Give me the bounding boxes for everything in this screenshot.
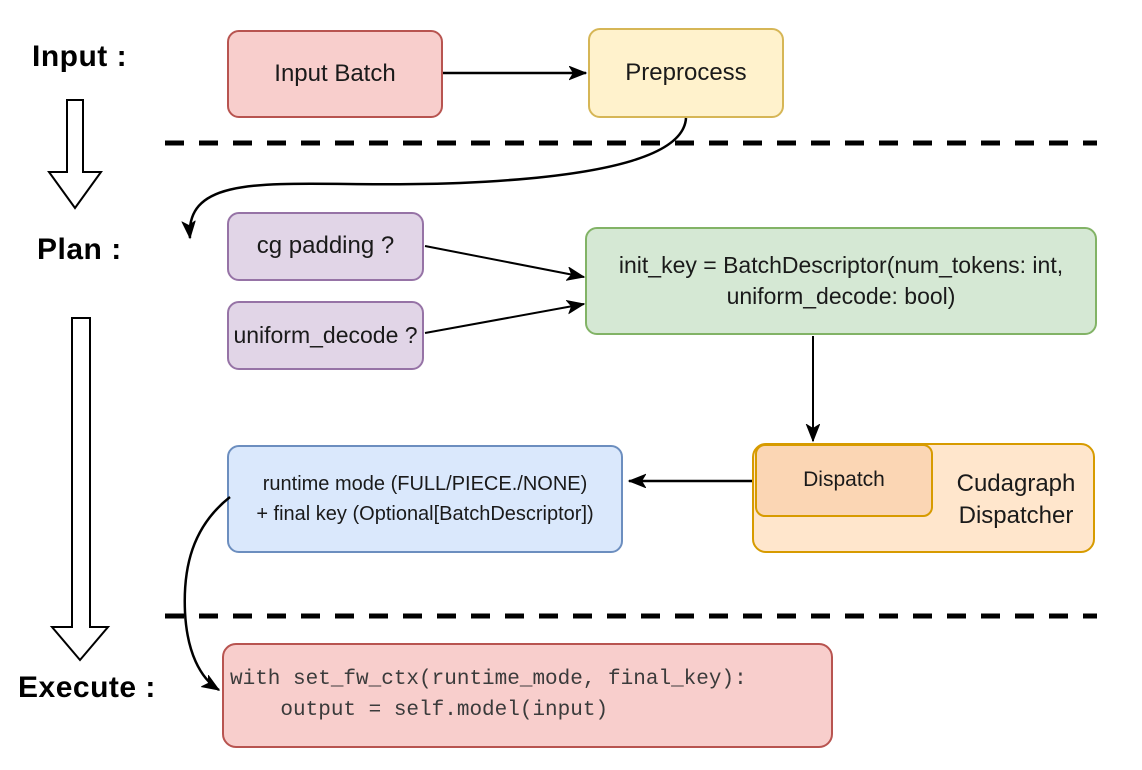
node-cg-padding-label: cg padding ? xyxy=(256,232,395,260)
node-input-batch-label: Input Batch xyxy=(274,59,396,87)
node-runtime-line2: + final key (Optional[BatchDescriptor]) xyxy=(256,503,594,525)
stage-label-input: Input : xyxy=(32,40,128,73)
node-preprocess: Preprocess xyxy=(588,28,784,118)
execute-code-line2: output = self.model(input) xyxy=(230,698,609,722)
cudagraph-line1: Cudagraph xyxy=(956,469,1076,497)
stage-arrow-plan-to-execute xyxy=(49,317,111,662)
stage-arrow-input-to-plan xyxy=(47,99,103,210)
node-cg-padding: cg padding ? xyxy=(227,212,424,281)
node-input-batch: Input Batch xyxy=(227,30,443,118)
node-init-key: init_key = BatchDescriptor(num_tokens: i… xyxy=(585,227,1097,335)
node-init-key-line1: init_key = BatchDescriptor(num_tokens: i… xyxy=(618,251,1064,278)
node-dispatch-label: Dispatch xyxy=(803,468,885,492)
node-execute-code: with set_fw_ctx(runtime_mode, final_key)… xyxy=(222,643,833,748)
node-uniform-decode-label: uniform_decode ? xyxy=(233,321,418,348)
node-preprocess-label: Preprocess xyxy=(625,58,747,86)
node-init-key-line2: uniform_decode: bool) xyxy=(726,283,956,309)
node-uniform-decode: uniform_decode ? xyxy=(227,301,424,370)
node-runtime-line1: runtime mode (FULL/PIECE./NONE) xyxy=(262,473,588,495)
node-dispatch: Dispatch xyxy=(755,444,933,517)
node-runtime-result: runtime mode (FULL/PIECE./NONE) + final … xyxy=(227,445,623,553)
arrow-cg-padding-to-init-key xyxy=(424,245,584,277)
stage-label-execute: Execute : xyxy=(18,671,156,704)
node-cudagraph-dispatcher-label: Cudagraph Dispatcher xyxy=(935,445,1097,555)
execute-code-line1: with set_fw_ctx(runtime_mode, final_key)… xyxy=(230,668,747,692)
arrow-uniform-decode-to-init-key xyxy=(424,304,584,334)
cudagraph-line2: Dispatcher xyxy=(958,502,1074,529)
stage-label-plan: Plan : xyxy=(37,233,122,266)
